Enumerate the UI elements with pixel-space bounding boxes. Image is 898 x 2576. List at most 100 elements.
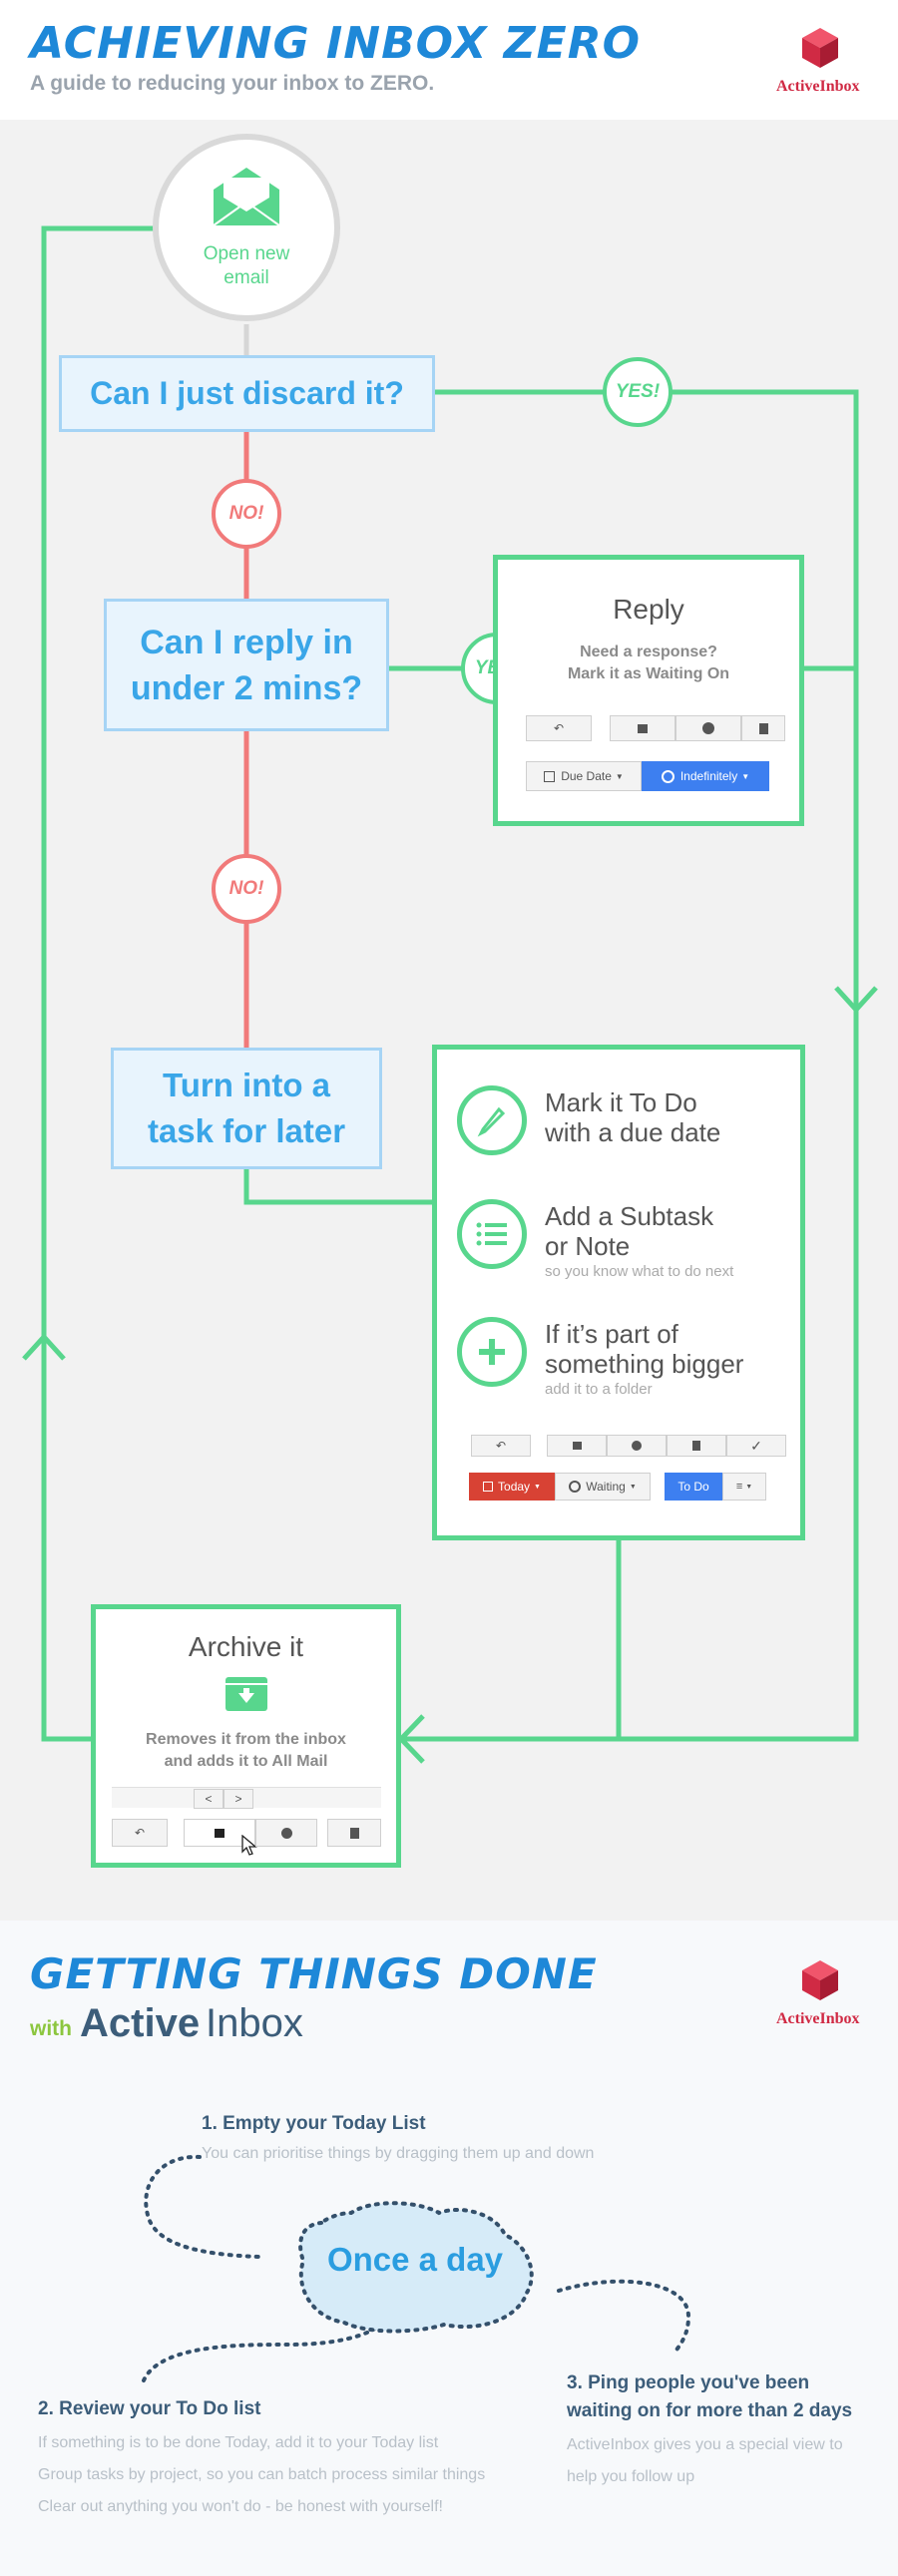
question-reply-line1: Can I reply in (140, 623, 353, 661)
right-down-arrow (834, 986, 878, 1014)
today-label: Today (498, 1480, 531, 1494)
delete-button[interactable] (741, 715, 785, 741)
caret-down-icon: ▼ (534, 1483, 541, 1491)
reply-card-line1: Need a response? (580, 644, 717, 660)
alert-icon (280, 1827, 292, 1839)
reply-button[interactable]: ↶ (526, 715, 592, 741)
archive-button[interactable] (610, 715, 675, 741)
caret-down-icon: ▼ (741, 771, 750, 781)
step1-text: You can prioritise things by dragging th… (202, 2145, 595, 2162)
calendar-icon (483, 1482, 494, 1492)
step3-title2: waiting on for more than 2 days (567, 2400, 853, 2421)
todo-button[interactable]: To Do (665, 1473, 722, 1501)
gtd-brand-bold: Active (80, 2001, 201, 2045)
alert-icon (632, 1441, 642, 1451)
gtd-activeinbox-logo: ActiveInbox (776, 1958, 866, 2033)
no-badge-text: NO! (228, 503, 264, 524)
waiting-label: Waiting (586, 1480, 626, 1494)
question-discard-text: Can I just discard it? (90, 375, 404, 411)
question-task: Turn into a task for later (111, 1048, 382, 1169)
logo-text: ActiveInbox (776, 2010, 860, 2027)
reply-card-line2: Mark it as Waiting On (567, 665, 730, 682)
activeinbox-logo: ActiveInbox (776, 26, 866, 101)
archive-spam-button[interactable] (255, 1819, 317, 1847)
reply-card-title: Reply (613, 594, 684, 625)
cloud-shape (298, 2201, 534, 2334)
task-item3-line2: something bigger (545, 1349, 744, 1379)
archive-card-line1: Removes it from the inbox (146, 1731, 346, 1748)
task-spam-button[interactable] (607, 1435, 667, 1457)
archive-in-arrow (397, 1714, 425, 1764)
dotted-path-bottom-left (142, 2313, 391, 2382)
start-node: Open new email (153, 134, 340, 321)
indefinitely-label: Indefinitely (679, 769, 738, 783)
archive-delete-button[interactable] (327, 1819, 381, 1847)
due-date-label: Due Date (561, 769, 612, 783)
archive-card: Archive it Removes it from the inbox and… (91, 1604, 401, 1868)
indefinitely-button[interactable]: Indefinitely ▼ (642, 761, 769, 791)
archive-card-title: Archive it (188, 1631, 304, 1662)
chevron-left-icon: < (205, 1792, 213, 1806)
list-icon (476, 1222, 507, 1246)
gtd-with-label: with (30, 2017, 72, 2040)
page-subtitle: A guide to reducing your inbox to ZERO. (30, 72, 435, 95)
list-icon-circle (457, 1199, 527, 1269)
envelope-icon (213, 168, 280, 226)
list-menu-button[interactable]: ≡ ▼ (722, 1473, 766, 1501)
dotted-path-right (557, 2279, 691, 2355)
waiting-button[interactable]: Waiting ▼ (555, 1473, 651, 1501)
reply-arrow-icon: ↶ (495, 1439, 507, 1453)
archive-reply-button[interactable]: ↶ (112, 1819, 168, 1847)
dotted-path-top (144, 2154, 261, 2259)
archive-card-line2: and adds it to All Mail (164, 1753, 328, 1770)
page-title: ACHIEVING INBOX ZERO (30, 18, 641, 69)
archive-box-icon (215, 1828, 224, 1838)
calendar-icon (544, 770, 556, 782)
prev-button[interactable]: < (194, 1789, 224, 1809)
caret-down-icon: ▼ (615, 771, 624, 781)
task-card: Mark it To Do with a due date Add a Subt… (432, 1045, 805, 1540)
step2-text1: If something is to be done Today, add it… (38, 2434, 439, 2451)
task-item2-line1: Add a Subtask (545, 1201, 714, 1231)
no-badge-text: NO! (228, 878, 264, 899)
task-item2-line2: or Note (545, 1231, 631, 1261)
gtd-brand-light: Inbox (206, 2001, 303, 2045)
task-item3-sub: add it to a folder (545, 1381, 653, 1398)
q3-to-task-line (243, 1167, 435, 1205)
today-button[interactable]: Today ▼ (469, 1473, 555, 1501)
list-icon: ≡ (735, 1481, 743, 1493)
pencil-icon-circle (457, 1085, 527, 1155)
question-task-line2: task for later (147, 1112, 346, 1149)
task-item1-line1: Mark it To Do (545, 1087, 697, 1117)
step2-text2: Group tasks by project, so you can batch… (38, 2466, 486, 2483)
no-badge-1: NO! (212, 479, 281, 549)
step3-text1: ActiveInbox gives you a special view to (567, 2436, 843, 2453)
no-badge-2: NO! (212, 854, 281, 924)
due-date-button[interactable]: Due Date ▼ (526, 761, 642, 791)
question-reply: Can I reply in under 2 mins? (104, 599, 389, 731)
step1-title: 1. Empty your Today List (202, 2113, 426, 2134)
reply-arrow-icon: ↶ (553, 721, 565, 735)
next-button[interactable]: > (224, 1789, 253, 1809)
task-archive-button[interactable] (547, 1435, 607, 1457)
task-reply-button[interactable]: ↶ (471, 1435, 531, 1457)
logo-text: ActiveInbox (776, 78, 860, 95)
caret-down-icon: ▼ (745, 1483, 753, 1491)
start-label-line2: email (224, 267, 269, 288)
question-task-line1: Turn into a (162, 1067, 331, 1103)
question-reply-line2: under 2 mins? (130, 668, 363, 707)
step3-title1: 3. Ping people you've been (567, 2372, 810, 2393)
trash-icon (692, 1441, 700, 1451)
task-item3-line1: If it’s part of (545, 1319, 678, 1349)
chevron-right-icon: > (234, 1792, 242, 1806)
plus-icon (479, 1339, 505, 1365)
todo-label: To Do (677, 1480, 709, 1494)
trash-icon (758, 722, 768, 734)
task-delete-button[interactable] (667, 1435, 726, 1457)
step3-text2: help you follow up (567, 2468, 695, 2485)
archive-box-icon (638, 723, 648, 733)
task-item1-line2: with a due date (545, 1117, 721, 1147)
task-done-button[interactable]: ✓ (726, 1435, 786, 1457)
spam-button[interactable] (675, 715, 741, 741)
cube-logo-icon (802, 28, 838, 68)
